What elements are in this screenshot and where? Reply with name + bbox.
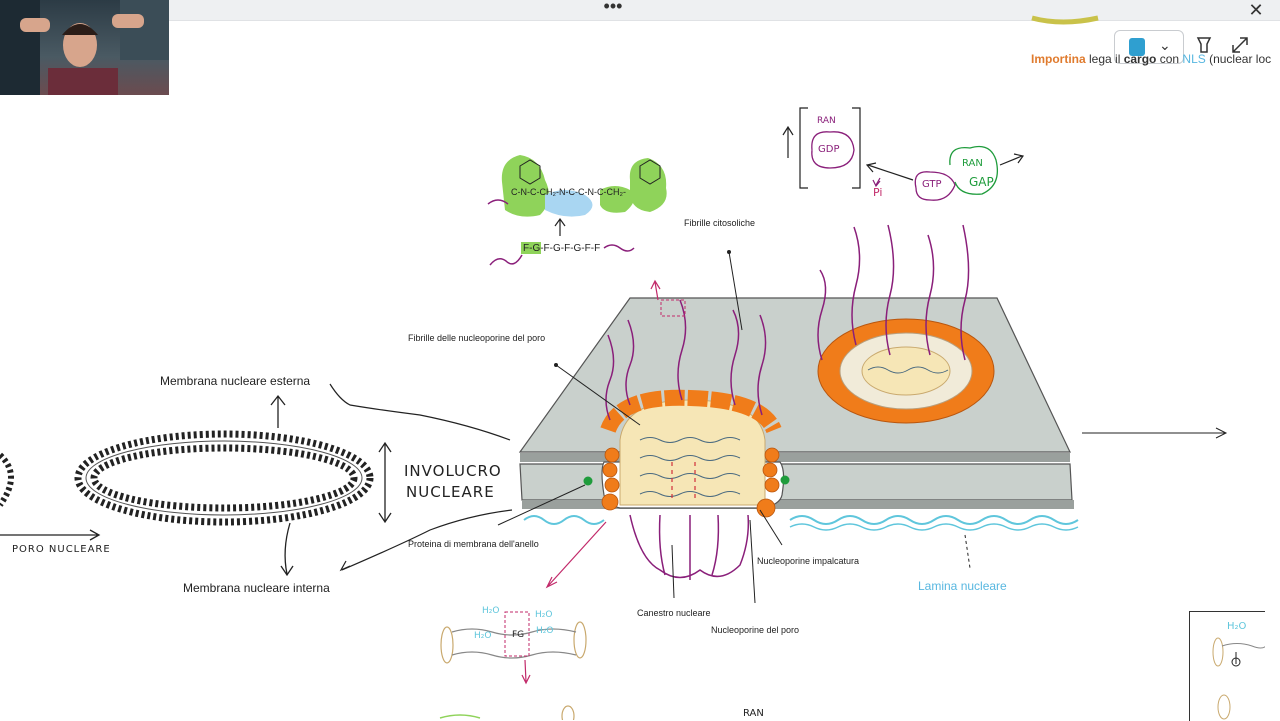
ran-cycle-sketch <box>782 107 1025 201</box>
presenter-video <box>0 0 169 95</box>
label-membrana-interna: Membrana nucleare interna <box>183 581 330 595</box>
label-fibrille-nucleoporine: Fibrille delle nucleoporine del poro <box>408 333 546 343</box>
fg-hydrogel-sketch <box>439 611 587 720</box>
label-canestro-nucleare: Canestro nucleare <box>637 608 711 618</box>
label-involucro: INVOLUCRO <box>404 462 502 480</box>
label-nucleoporine-poro: Nucleoporine del poro <box>711 625 800 635</box>
label-nucleare: NUCLEARE <box>406 483 495 501</box>
label-h2o-mini: H₂O <box>1227 621 1247 632</box>
fg-repeat-structure <box>487 155 667 266</box>
webcam-overlay <box>0 0 169 95</box>
label-gtp: GTP <box>922 179 942 190</box>
label-ran-bottom: RAN <box>743 708 764 719</box>
label-gdp: GDP <box>818 144 840 155</box>
label-h2o-2: H₂O <box>535 610 553 620</box>
more-options-icon[interactable]: ••• <box>603 0 623 16</box>
label-lamina-nucleare: Lamina nucleare <box>918 579 1007 593</box>
label-h2o-3: H₂O <box>474 631 492 641</box>
label-poro-nucleare: PORO NUCLEARE <box>12 544 111 555</box>
label-nucleoporine-impalcatura: Nucleoporine impalcatura <box>757 556 860 566</box>
cytosolic-fibrils <box>605 224 970 421</box>
hint-text: Importina lega il cargo con NLS (nuclear… <box>1031 52 1271 66</box>
label-fibrille-citosoliche: Fibrille citosoliche <box>684 218 756 228</box>
window-top-bar: ••• ✕ <box>0 0 1280 21</box>
notebook-icon <box>1129 38 1145 56</box>
hint-lega-il: lega il <box>1085 52 1124 66</box>
label-chem-formula: C-N-C-CH₂-N-C-C-N-C-CH₂- <box>511 187 626 197</box>
lipid-bilayer-drawing <box>0 383 513 577</box>
thumbnail-sketch <box>1212 637 1265 720</box>
hint-importina: Importina <box>1031 52 1086 66</box>
pore-top-view <box>817 318 995 424</box>
expand-icon[interactable] <box>1231 36 1249 54</box>
pen-tool-icon[interactable] <box>1195 36 1213 54</box>
label-gap: GAP <box>969 175 994 189</box>
hint-rest: (nuclear loc <box>1205 52 1272 66</box>
hint-cargo: cargo <box>1123 52 1157 66</box>
chevron-down-icon: ⌄ <box>1159 37 1171 53</box>
annotation-lines <box>497 250 1228 604</box>
nuclear-pore-complex <box>583 389 790 580</box>
nuclear-envelope-3d <box>518 297 1079 531</box>
label-fg-sequence: F-G-F-G-F-G-F-F <box>523 243 601 254</box>
hint-con: con <box>1156 52 1183 66</box>
label-fg: FG <box>512 630 525 640</box>
highlight-stroke <box>1031 15 1099 25</box>
label-ran-1: RAN <box>817 116 836 126</box>
label-h2o-4: H₂O <box>536 626 554 636</box>
notebook-selector[interactable]: ⌄ <box>1114 30 1184 64</box>
label-proteina-anello: Proteina di membrana dell'anello <box>408 539 539 549</box>
page-thumbnail[interactable]: H₂O <box>1189 611 1265 721</box>
label-ran-2: RAN <box>962 158 983 169</box>
hint-nls: NLS <box>1182 52 1206 66</box>
label-membrana-esterna: Membrana nucleare esterna <box>160 374 311 388</box>
label-pi: Pi <box>873 186 883 199</box>
label-h2o-1: H₂O <box>482 606 500 616</box>
close-icon[interactable]: ✕ <box>1248 0 1264 20</box>
